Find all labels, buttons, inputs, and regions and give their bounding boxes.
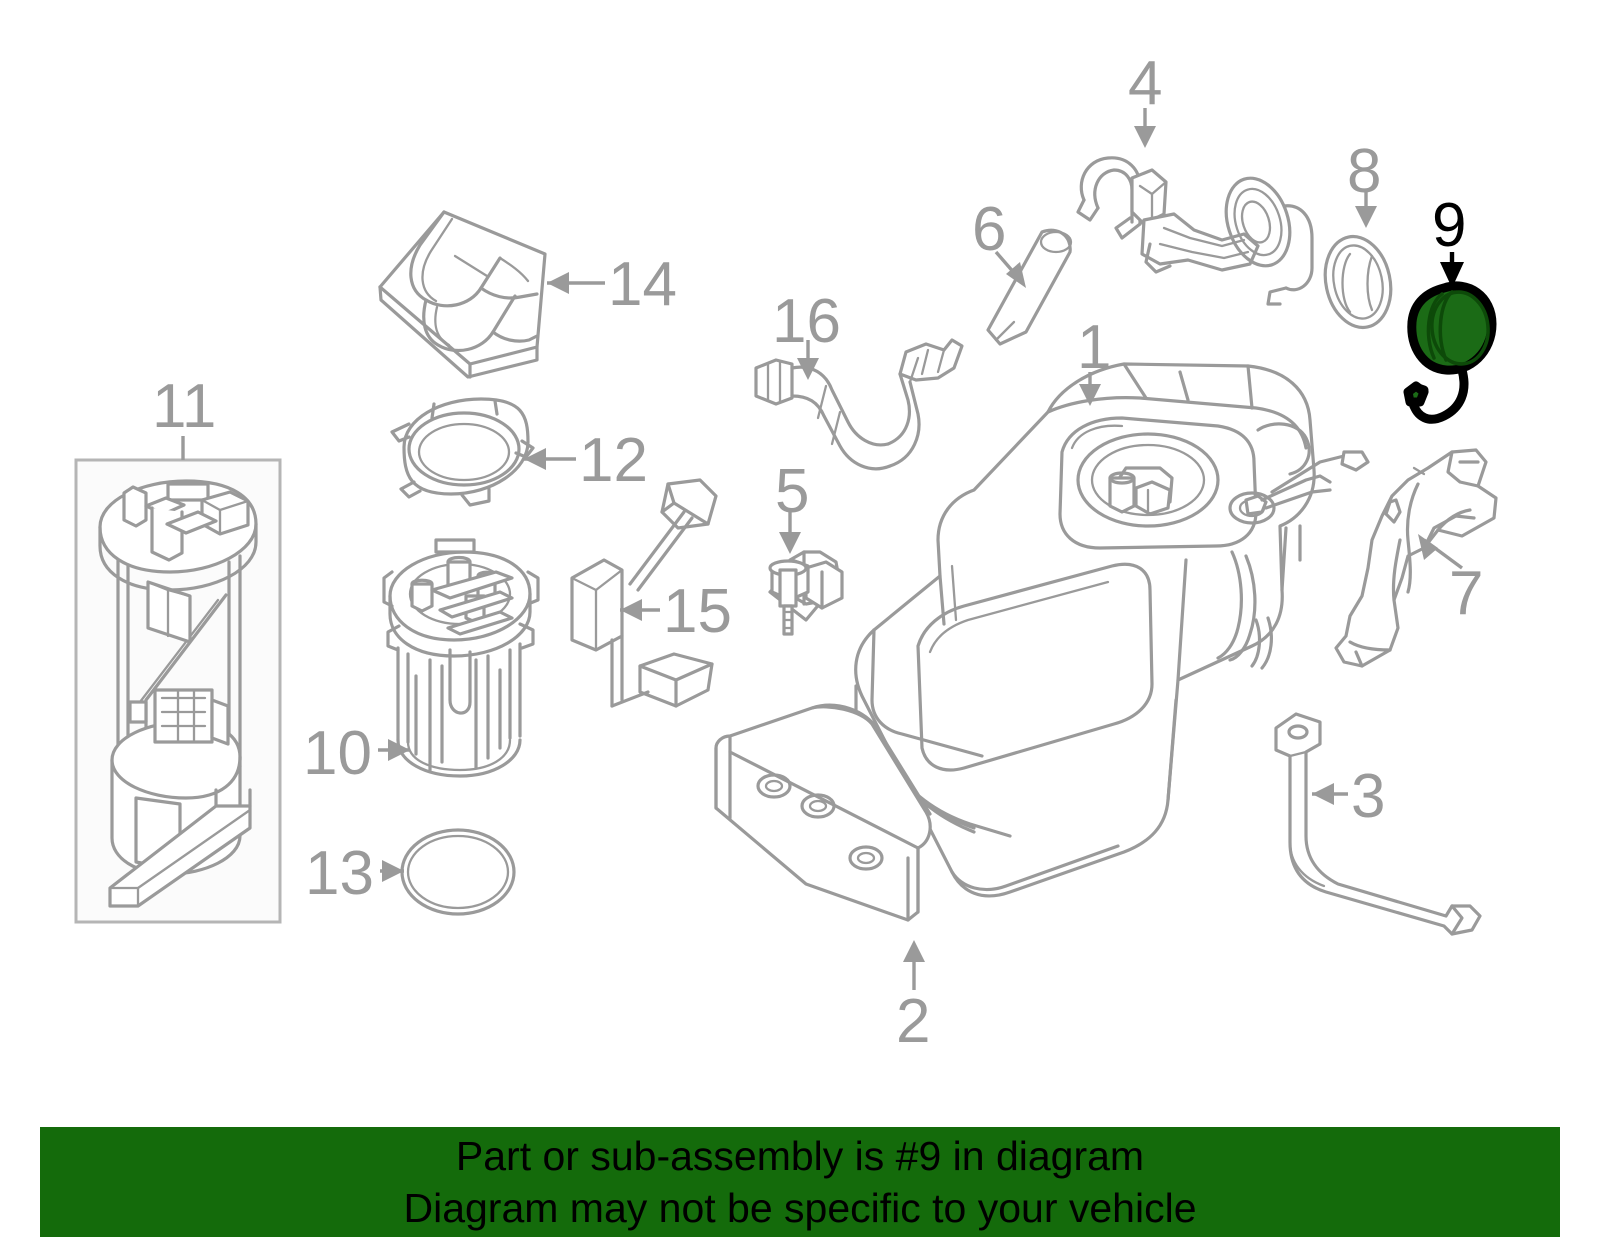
callout-2-label: 2: [896, 987, 930, 1056]
callout-16: 16: [772, 287, 841, 380]
callout-3-label: 3: [1351, 762, 1385, 831]
part-11-fuel-pump-module-boxed: [74, 458, 282, 924]
callout-4: 4: [1128, 49, 1162, 148]
part-3-fuel-tank-strap: [1274, 712, 1482, 936]
part-8-filler-cap-seal-ring: [1323, 234, 1393, 330]
callout-14: 14: [547, 250, 677, 319]
callout-7-label: 7: [1449, 559, 1483, 628]
part-5-hose-clamp-clip: [768, 550, 844, 636]
part-13-fuel-pump-o-ring-gasket: [400, 828, 516, 916]
part-6-vent-hose: [986, 228, 1073, 346]
part-7-filler-neck-housing: [1334, 448, 1498, 668]
callout-2: 2: [896, 940, 930, 1056]
part-4-filler-neck-hose-assembly: [1076, 156, 1314, 306]
callout-6: 6: [972, 195, 1026, 288]
part-1-fuel-tank: [854, 362, 1370, 898]
callout-9: 9: [1432, 191, 1466, 288]
diagram-notice-banner: Part or sub-assembly is #9 in diagram Di…: [40, 1127, 1560, 1237]
callout-10: 10: [303, 719, 410, 788]
callout-5-label: 5: [775, 457, 809, 526]
callout-3: 3: [1312, 762, 1385, 831]
callout-15: 15: [620, 577, 732, 646]
callout-14-label: 14: [608, 250, 677, 319]
callout-11: 11: [152, 372, 216, 460]
callout-1-label: 1: [1077, 313, 1111, 382]
callout-11-label: 11: [152, 372, 216, 441]
part-14-fuel-pump-cover-protector: [378, 210, 547, 379]
part-9-fuel-filler-cap-highlighted: [1403, 281, 1497, 424]
notice-line-2: Diagram may not be specific to your vehi…: [403, 1185, 1197, 1231]
part-16-fuel-feed-hose: [754, 338, 964, 471]
callout-6-label: 6: [972, 195, 1006, 264]
callout-1: 1: [1077, 313, 1111, 406]
callout-4-label: 4: [1128, 49, 1162, 118]
callout-7: 7: [1418, 534, 1483, 628]
part-15-fuel-tube-bracket-clip: [570, 478, 718, 708]
callout-12-label: 12: [579, 426, 648, 495]
callout-10-label: 10: [303, 719, 372, 788]
part-12-fuel-pump-lock-ring: [390, 397, 535, 507]
callout-5: 5: [775, 457, 809, 554]
callout-9-label: 9: [1432, 191, 1466, 260]
part-10-fuel-pump-assembly: [382, 538, 540, 778]
callout-8: 8: [1347, 137, 1381, 228]
notice-line-1: Part or sub-assembly is #9 in diagram: [455, 1133, 1145, 1179]
callout-12: 12: [524, 426, 648, 495]
callout-16-label: 16: [772, 287, 841, 356]
callout-15-label: 15: [663, 577, 732, 646]
callout-13: 13: [305, 839, 404, 908]
callout-13-label: 13: [305, 839, 374, 908]
callout-8-label: 8: [1347, 137, 1381, 206]
part-2-tank-protector-shield: [714, 703, 932, 922]
